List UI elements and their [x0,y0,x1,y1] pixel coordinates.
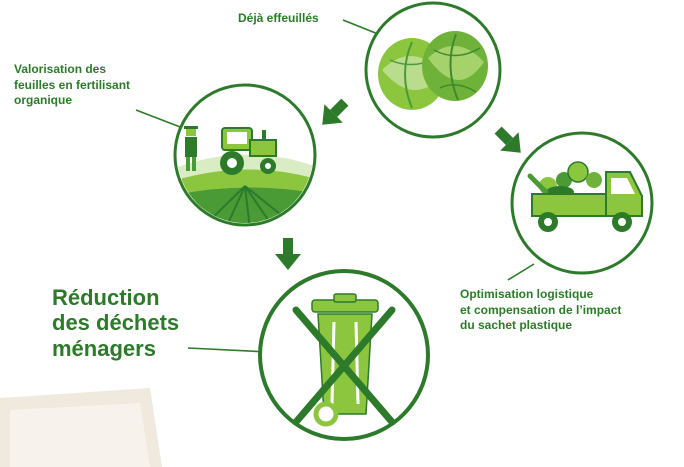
flow-arrows [275,98,521,270]
right-label-connector [507,263,535,281]
cross-line-b [292,306,396,426]
arrow-down-icon [275,238,301,270]
label-already-trimmed: Déjà effeuillés [238,11,319,25]
label-household-waste-reduction: Réduction des déchets ménagers [52,285,212,361]
top-label-connector [342,19,379,35]
arrow-down-left-icon [322,98,349,125]
connector-lines [135,19,535,353]
brussels-sprouts-icon [364,1,502,139]
label-line: Optimisation logistique [460,287,594,301]
label-line: ménagers [52,335,156,361]
label-line: feuilles en fertilisant [14,77,131,92]
label-line: des déchets [52,310,180,336]
label-line: du sachet plastique [460,318,573,333]
label-line: et compensation de l’impact [460,302,622,317]
label-line: organique [14,93,73,108]
label-organic-fertilizer: Valorisation des feuilles en fertilisant… [14,62,194,109]
left-label-connector [135,109,189,131]
label-logistics-optimization: Optimisation logistique et compensation … [460,287,680,334]
label-line: Valorisation des [14,62,107,76]
crossed-bin-icon [258,269,430,441]
main-label-connector [187,347,269,353]
vegetable-truck-icon [510,131,654,275]
paper-decoration [0,388,162,467]
label-line: Réduction [52,285,160,310]
arrow-down-right-icon [494,126,521,153]
